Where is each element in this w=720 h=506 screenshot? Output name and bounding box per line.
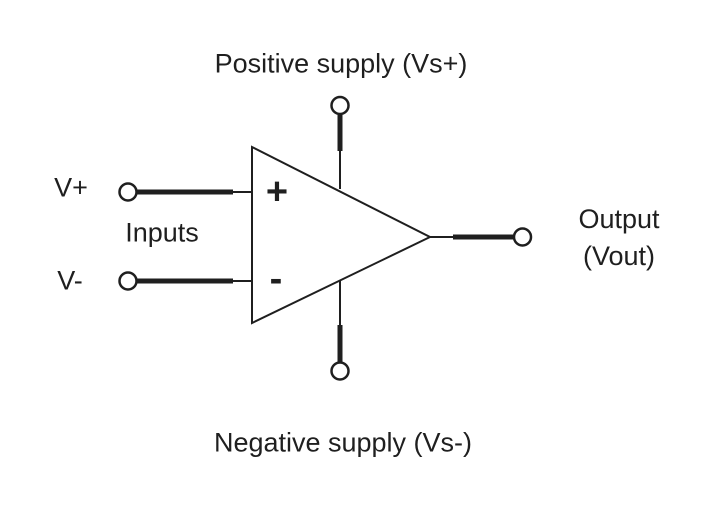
output-terminal-icon <box>512 227 533 247</box>
v-plus-label: V+ <box>54 172 88 203</box>
negative-supply-label: Negative supply (Vs-) <box>213 427 473 458</box>
output-label: Output (Vout) <box>578 201 659 275</box>
output-label-line1: Output <box>578 204 660 234</box>
v-minus-label: V- <box>57 265 83 296</box>
noninverting-plus-sign: + <box>265 171 289 213</box>
opamp-triangle-icon <box>251 145 433 325</box>
noninverting-input-terminal-icon <box>118 182 138 202</box>
inverting-input-terminal-icon <box>118 271 138 291</box>
inverting-minus-sign: - <box>269 258 283 300</box>
output-label-line2: (Vout) <box>582 241 656 271</box>
positive-supply-terminal-icon <box>330 95 350 116</box>
positive-supply-label: Positive supply (Vs+) <box>214 48 468 79</box>
inputs-label: Inputs <box>125 217 199 248</box>
negative-supply-terminal-icon <box>330 361 350 381</box>
